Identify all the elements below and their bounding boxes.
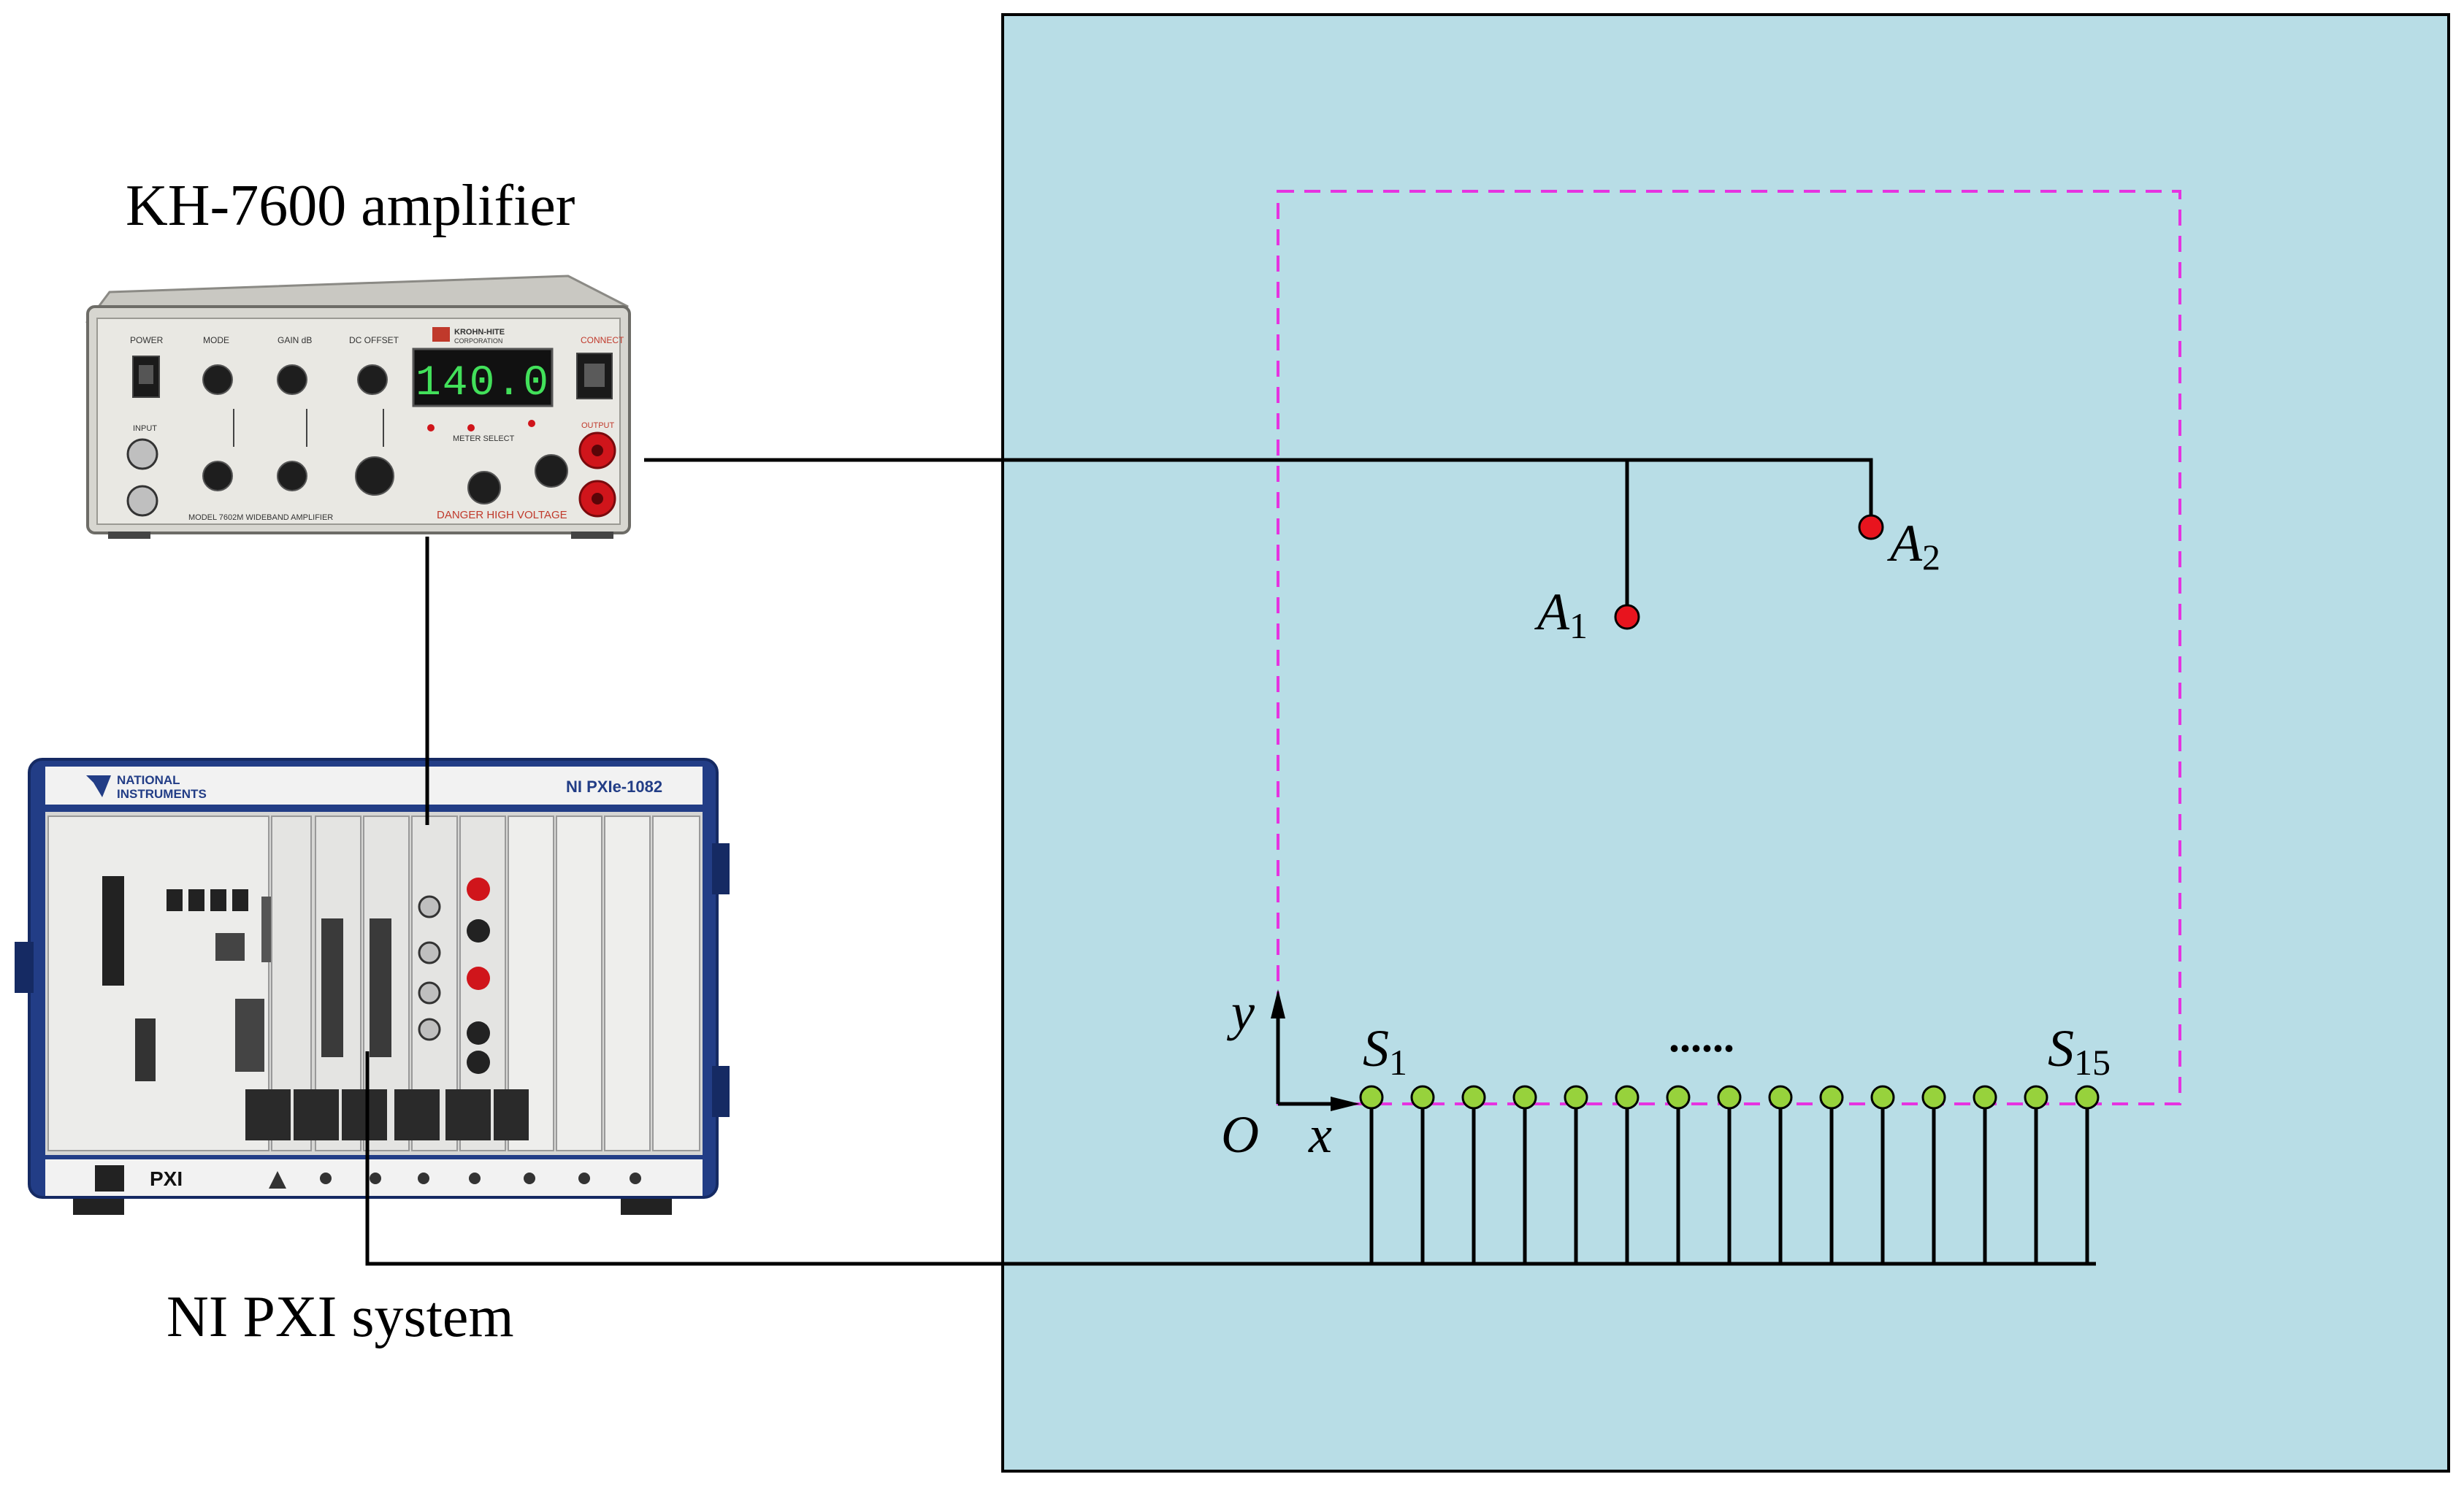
- actuator-a2-label: A2: [1887, 514, 1940, 578]
- coordinate-axes: [1271, 989, 1360, 1111]
- sensor-point: [1921, 1085, 1946, 1110]
- pxi-brand-line2: INSTRUMENTS: [117, 787, 207, 801]
- amplifier-device: POWER MODE GAIN dB DC OFFSET CONNECT KRO…: [85, 275, 631, 539]
- sensor-ellipsis: ......: [1669, 1013, 1734, 1061]
- origin-label: O: [1221, 1105, 1259, 1164]
- pxi-brand-line1: NATIONAL: [117, 773, 180, 787]
- sensor-wires: [1369, 1097, 2089, 1264]
- amp-gain-label: GAIN dB: [278, 335, 312, 345]
- amp-input-label: INPUT: [133, 424, 157, 433]
- axis-x-label: x: [1308, 1105, 1332, 1164]
- amp-output-label: OUTPUT: [581, 421, 615, 430]
- sensor-s15-label: S15: [2048, 1019, 2111, 1083]
- sensor-point: [1564, 1085, 1588, 1110]
- ni-logo-icon: [86, 775, 111, 797]
- actuator-a1-label: A1: [1534, 583, 1588, 646]
- amp-offset-label: DC OFFSET: [349, 335, 399, 345]
- kh-logo-icon: [432, 327, 450, 342]
- sensor-point: [1819, 1085, 1844, 1110]
- axis-y-label: y: [1226, 983, 1255, 1041]
- pxi-slot-icon: [102, 876, 124, 986]
- pxi-device: NATIONAL INSTRUMENTS NI PXIe-1082: [15, 758, 730, 1215]
- actuator-a2: [1858, 514, 1884, 540]
- amp-led-icon: [427, 424, 435, 431]
- sensor-point: [1512, 1085, 1537, 1110]
- amp-connect-label: CONNECT: [581, 335, 624, 345]
- plate: [1001, 13, 2450, 1473]
- amp-brand-sub: CORPORATION: [454, 337, 502, 345]
- sensor-point: [1461, 1085, 1486, 1110]
- sensor-point: [1666, 1085, 1691, 1110]
- sensor-point: [1410, 1085, 1435, 1110]
- pxi-label: NI PXI system: [167, 1285, 514, 1349]
- pxi-power-button-icon: [95, 1165, 124, 1192]
- sensor-point: [2075, 1085, 2100, 1110]
- amp-brand: KROHN-HITE: [454, 328, 505, 337]
- amp-bnc-input-icons: [126, 438, 158, 517]
- pxi-red-jack-icons: [467, 878, 490, 1074]
- wire-amplifier-to-actuators: [644, 458, 1873, 527]
- actuator-a1: [1614, 604, 1640, 630]
- pxi-ethernet-icon: [215, 933, 245, 961]
- wires: [365, 458, 2096, 1266]
- sensor-point: [1717, 1085, 1742, 1110]
- wire-pxi-to-sensor-bus: [365, 1051, 2096, 1266]
- sensor-points: [1359, 1085, 2100, 1110]
- amplifier-label: KH-7600 amplifier: [126, 174, 575, 238]
- amp-mode-label: MODE: [203, 335, 229, 345]
- amp-meter-label: METER SELECT: [453, 434, 515, 443]
- amp-model-text: MODEL 7602M WIDEBAND AMPLIFIER: [188, 513, 333, 522]
- amp-knob-icons: [202, 364, 568, 504]
- pxi-footer-label: PXI: [150, 1167, 183, 1190]
- amp-power-label: POWER: [130, 335, 164, 345]
- amp-display-value: 140.0: [416, 360, 550, 407]
- sensor-point: [1359, 1085, 1384, 1110]
- sensor-point: [1973, 1085, 1997, 1110]
- sensor-s1-label: S1: [1363, 1019, 1407, 1083]
- sensor-point: [2024, 1085, 2048, 1110]
- sensor-point: [1870, 1085, 1895, 1110]
- amp-display: [412, 348, 554, 407]
- sensor-point: [1615, 1085, 1640, 1110]
- sensor-point: [1768, 1085, 1793, 1110]
- pxi-model: NI PXIe-1082: [566, 778, 662, 796]
- amp-output-jack-icons: [578, 431, 616, 518]
- pxi-usb-port-icons: [167, 889, 248, 911]
- amp-warning-text: DANGER HIGH VOLTAGE: [437, 509, 567, 521]
